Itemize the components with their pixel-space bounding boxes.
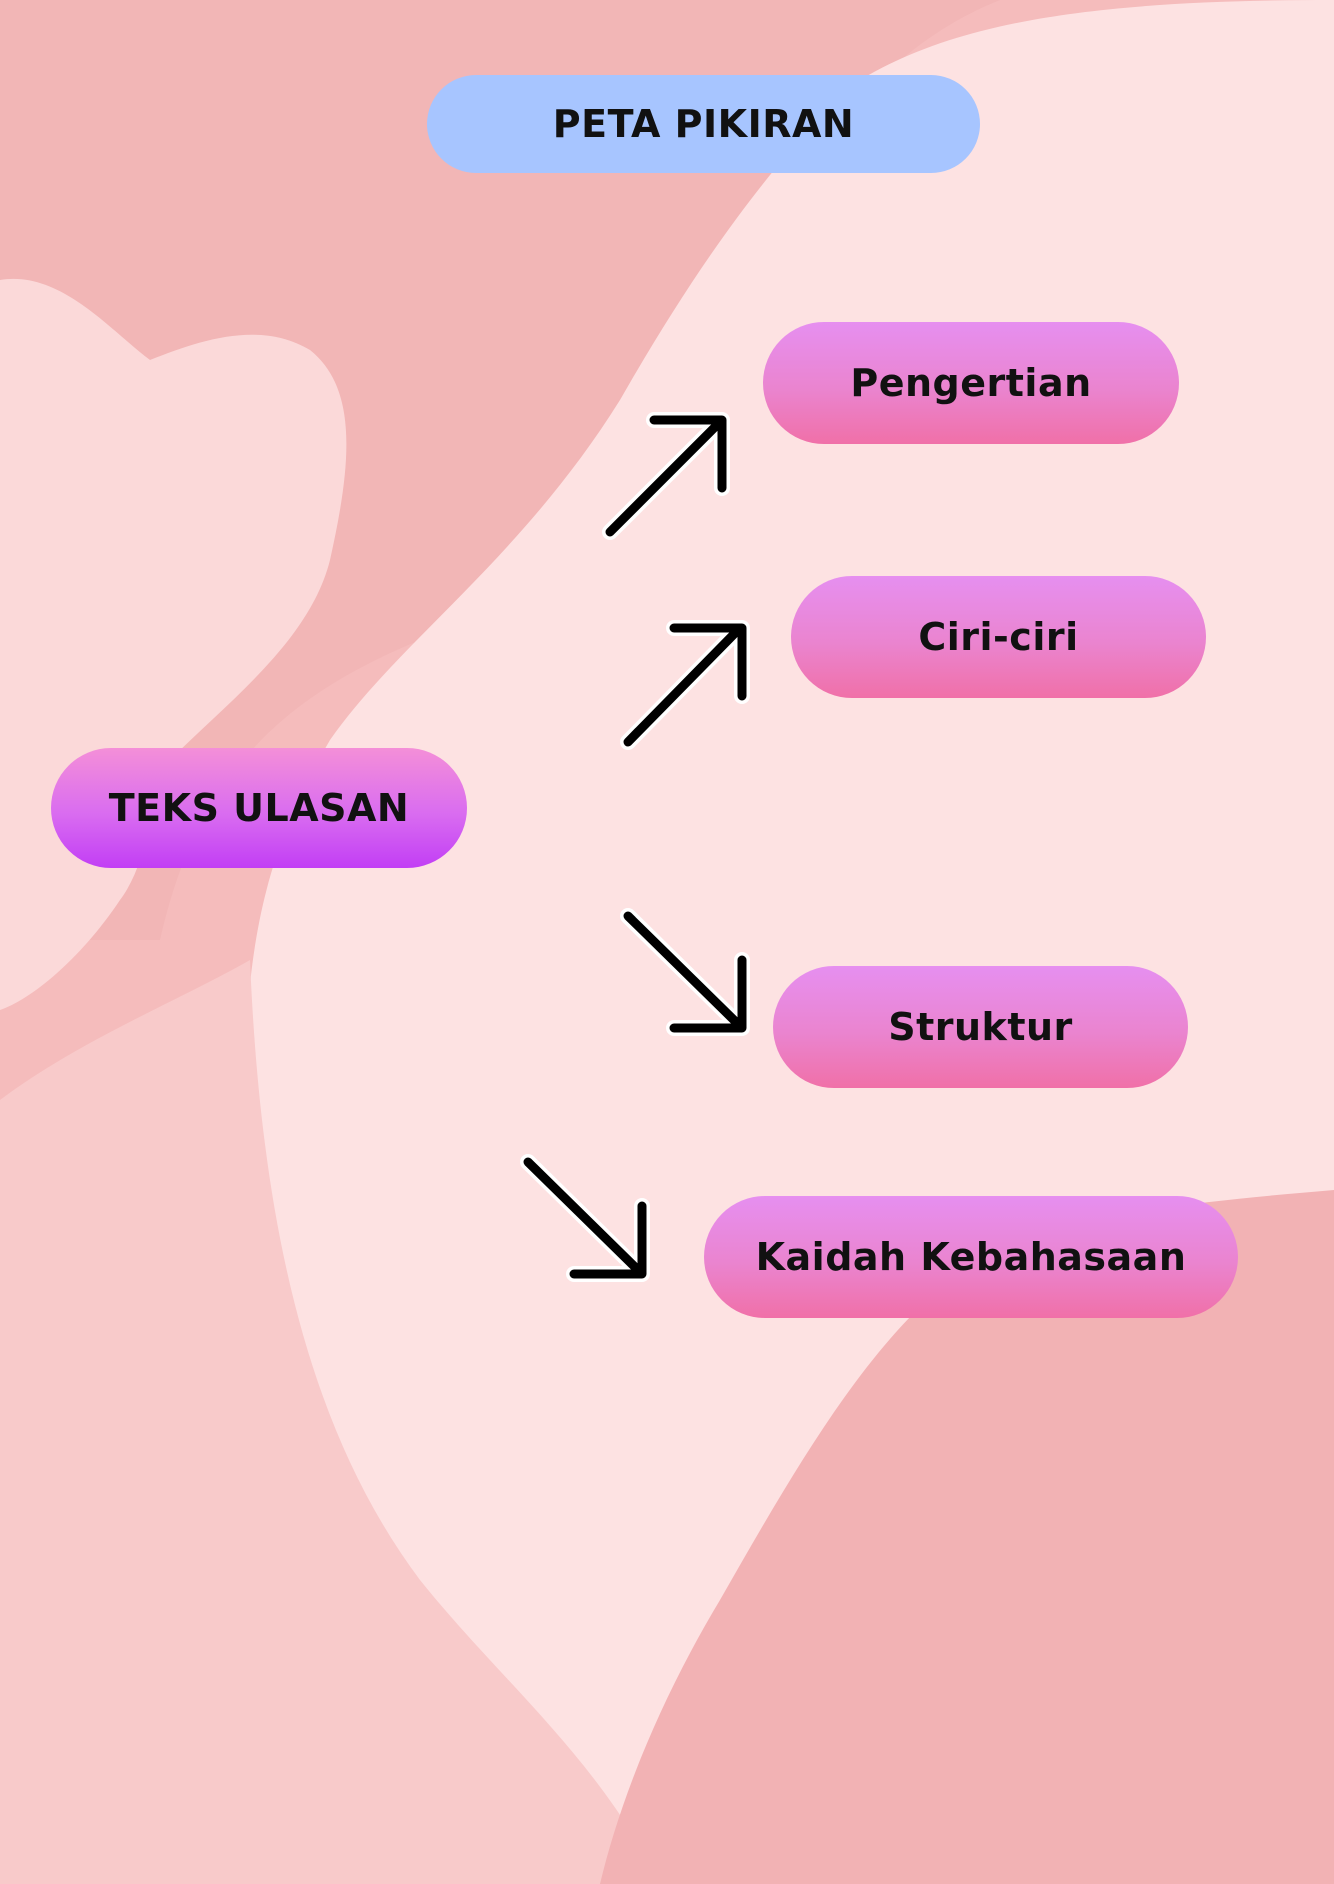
branch-node-ciri-ciri: Ciri-ciri bbox=[791, 576, 1206, 698]
branch-node-struktur: Struktur bbox=[773, 966, 1188, 1088]
page-title: PETA PIKIRAN bbox=[427, 75, 980, 173]
branch-node-kaidah-kebahasaan: Kaidah Kebahasaan bbox=[704, 1196, 1238, 1318]
branch-node-pengertian: Pengertian bbox=[763, 322, 1179, 444]
root-node: TEKS ULASAN bbox=[51, 748, 467, 868]
